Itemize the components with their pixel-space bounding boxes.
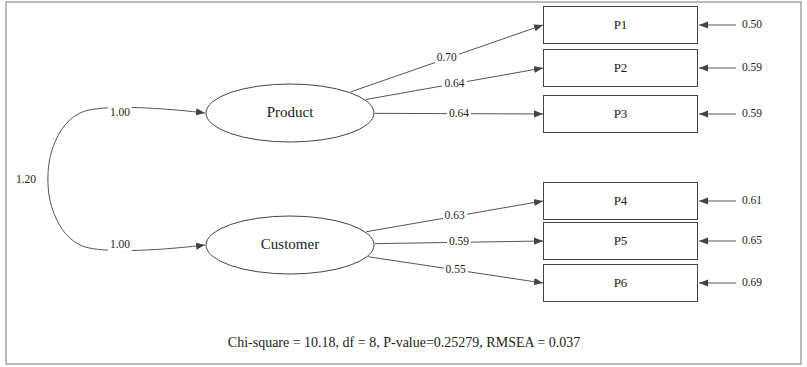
node-label: P1 [614,18,628,33]
node-label: P2 [614,61,628,76]
ellipse-shape [206,84,374,142]
latent-ellipse: Product [205,83,375,143]
indicator-box: P5 [543,222,698,260]
error-arrow [699,68,736,69]
error-variance: 0.61 [740,194,764,207]
correlation-value: 1.20 [14,173,38,186]
error-variance: 0.59 [740,61,764,74]
error-variance: 0.50 [740,18,764,31]
loading-arrow [368,257,543,283]
error-variance: 0.69 [740,276,764,289]
fit-statistics: Chi-square = 10.18, df = 8, P-value=0.25… [226,335,582,351]
error-arrow [699,283,736,284]
loading-value: 0.63 [443,210,467,223]
indicator-box: P1 [543,6,698,44]
node-label: P6 [614,276,628,291]
node-label: P5 [614,234,628,249]
node-label: P4 [614,194,628,209]
error-variance: 0.65 [740,234,764,247]
loading-value: 0.64 [447,107,471,120]
indicator-box: P4 [543,182,698,220]
indicator-box: P6 [543,264,698,302]
node-label: Customer [261,236,319,253]
loading-value: 0.64 [442,77,466,90]
loading-arrow [351,25,543,92]
node-label: Product [267,104,314,121]
loading-arrow [366,68,543,99]
correlation-arrow [48,107,205,250]
error-variance: 0.59 [740,107,764,120]
latent-ellipse: Customer [205,215,375,275]
error-arrow [699,241,736,242]
loading-value: 0.70 [435,52,459,65]
frame-border [6,2,801,364]
node-label: P3 [614,107,628,122]
error-arrow [699,25,736,26]
ellipse-shape [206,216,374,274]
variance-value: 1.00 [108,106,132,119]
loading-arrow [366,201,543,232]
indicator-box: P3 [543,95,698,133]
loading-value: 0.59 [447,236,471,249]
error-arrow [699,114,736,115]
indicator-box: P2 [543,49,698,87]
variance-value: 1.00 [108,238,132,251]
error-arrow [699,201,736,202]
loading-value: 0.55 [444,263,468,276]
